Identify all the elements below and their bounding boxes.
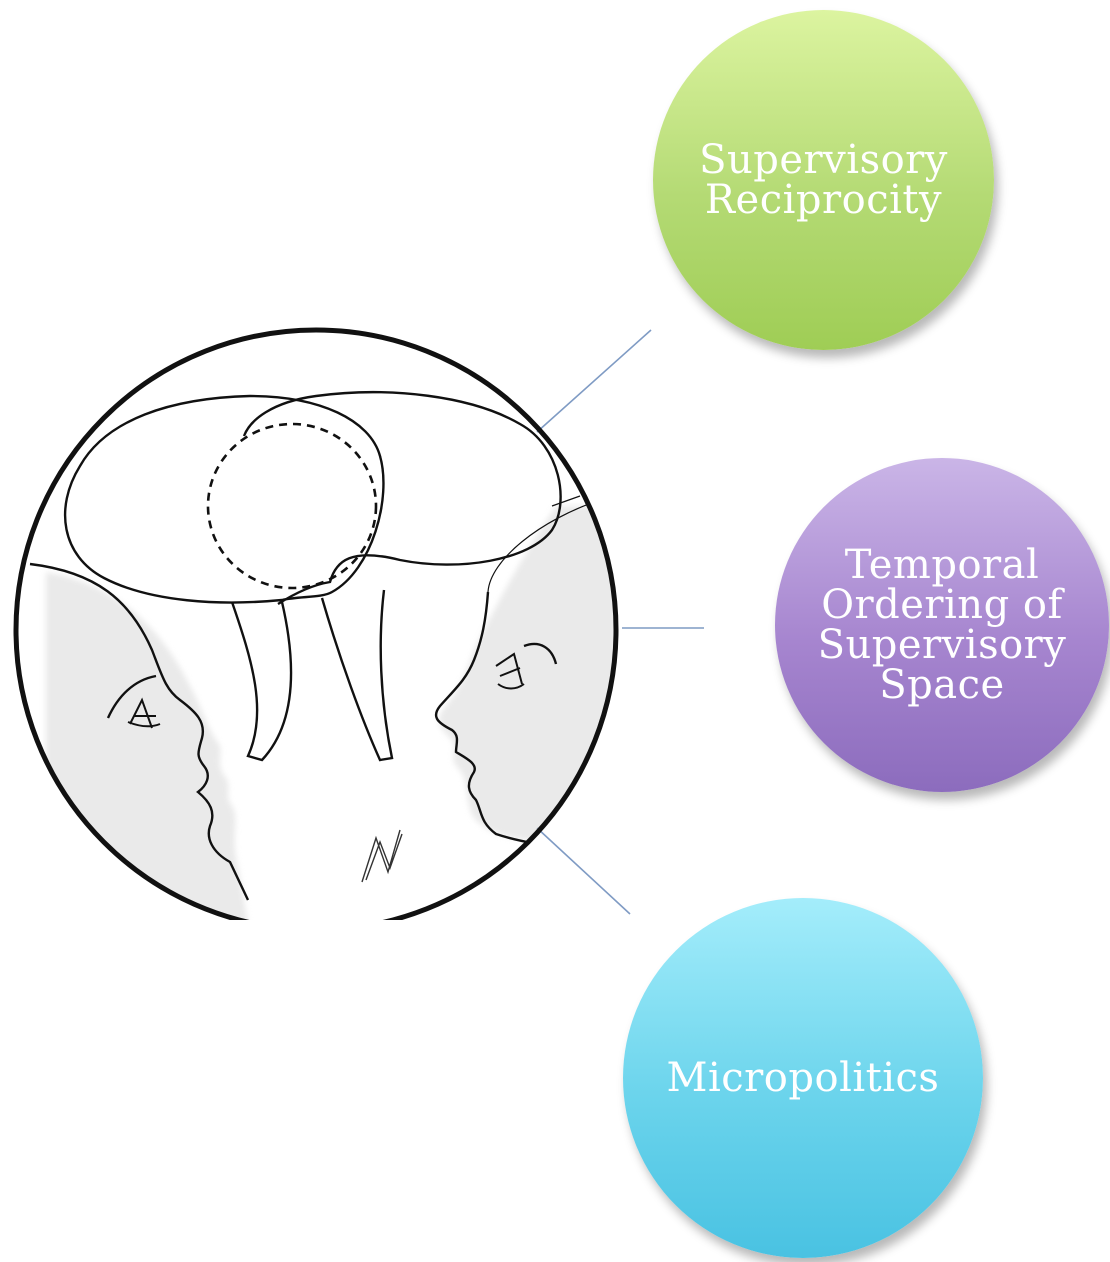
dialogue-illustration	[0, 0, 640, 920]
node-label-supervisory-reciprocity: Supervisory Reciprocity	[699, 140, 948, 220]
node-supervisory-reciprocity: Supervisory Reciprocity	[653, 10, 994, 350]
left-speech-bubble	[65, 396, 383, 602]
node-micropolitics: Micropolitics	[623, 898, 983, 1258]
node-temporal-ordering: Temporal Ordering of Supervisory Space	[775, 458, 1109, 792]
artist-signature	[362, 830, 402, 882]
shared-thought-dashed-circle	[208, 424, 376, 588]
node-label-micropolitics: Micropolitics	[667, 1058, 940, 1098]
right-speech-bubble	[244, 392, 561, 604]
node-label-temporal-ordering: Temporal Ordering of Supervisory Space	[818, 545, 1067, 705]
